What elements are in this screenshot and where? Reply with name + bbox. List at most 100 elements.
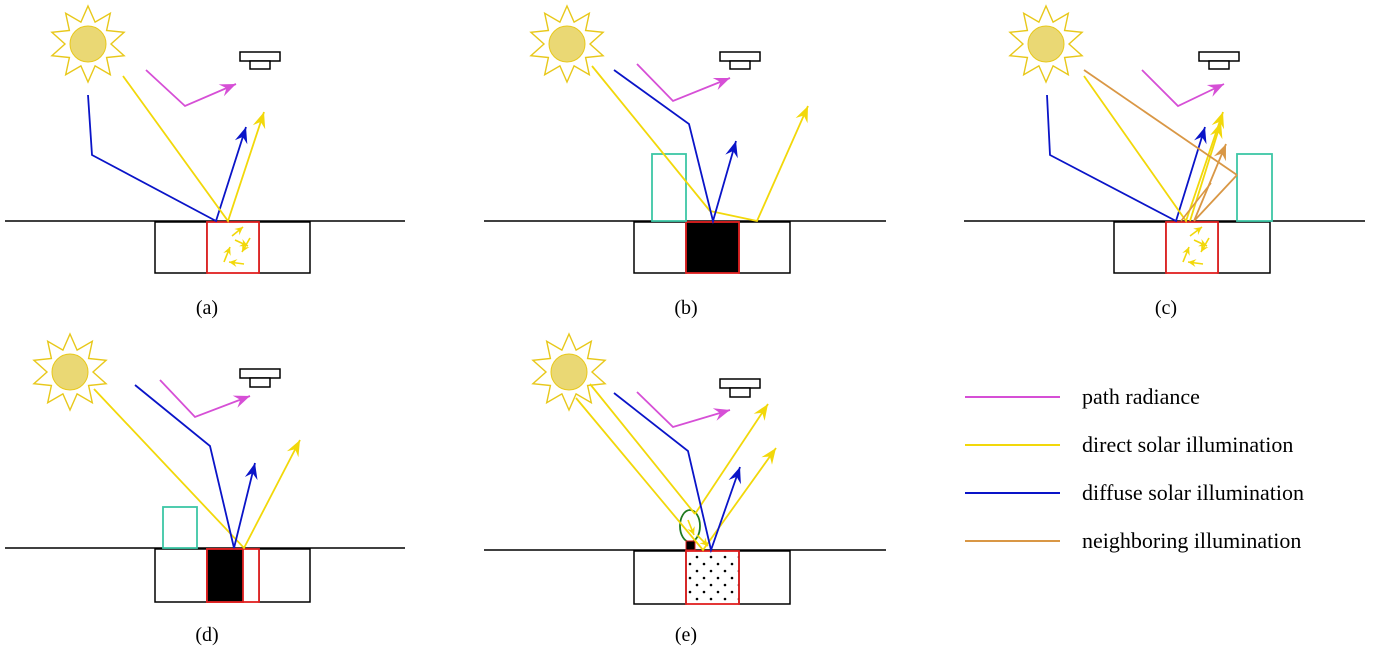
arrowhead [229,259,238,267]
arrowhead [1201,243,1209,252]
left-pixel [633,221,687,274]
arrowhead [1194,127,1207,145]
arrowhead [1198,239,1207,247]
right-pixel [738,550,791,605]
sun-disc [1027,25,1065,63]
arrowhead [218,84,236,97]
sun-disc [69,25,107,63]
panel-a: (a) [5,4,405,319]
arrowhead [728,467,741,485]
arrowhead [1213,144,1226,162]
arrowhead [761,448,776,465]
arrowhead [239,239,248,247]
legend-label: neighboring illumination [1082,528,1301,553]
arrowhead [286,440,300,458]
sun-disc [550,353,588,391]
sun-icon [32,332,108,412]
sun-rays [531,332,607,412]
arrowhead [1211,112,1224,130]
panel-label: (a) [196,297,218,319]
tree-trunk [685,540,696,551]
panel-label: (d) [195,624,218,646]
direct-ray-blocked [591,65,711,212]
legend-label: diffuse solar illumination [1082,480,1304,505]
dotted-target-pixel [685,550,740,605]
arrowhead [1188,259,1197,267]
direct-ray-second [1189,121,1222,222]
left-pixel [154,221,208,274]
arrowhead [699,537,708,546]
path-radiance-ray [145,69,237,108]
sensor-icon [719,378,761,398]
sun-rays [1008,4,1084,84]
shadowed-target-pixel [685,221,740,274]
arrowhead [234,227,243,236]
legend-item-neighboring: neighboring illumination [965,528,1301,553]
diffuse-ray [1046,94,1206,223]
path-radiance-ray [636,63,731,103]
target-pixel [1165,221,1219,274]
arrowhead [712,408,730,421]
arrowhead [242,243,250,252]
panel-label: (c) [1155,297,1177,319]
legend-item-path-radiance: path radiance [965,384,1200,409]
path-radiance-ray [1141,69,1225,108]
diffuse-ray [134,384,256,549]
sun-rays [32,332,108,412]
direct-ray [575,397,777,552]
sensor-icon [239,51,281,70]
arrowhead [725,141,738,159]
panel-label: (e) [675,624,697,646]
right-pixel [258,221,311,274]
right-pixel [1217,221,1271,274]
arrowhead [1193,227,1202,235]
sun-rays [50,4,126,84]
arrowhead [687,526,695,535]
diffuse-ray [613,392,741,554]
neighbor-ray-in [1083,69,1238,176]
multiple-scatter-arrows [223,226,251,267]
arrowhead [753,404,768,421]
path-radiance-ray [636,391,731,429]
direct-ray-canopy [589,383,696,515]
legend: path radiance direct solar illumination … [965,384,1304,553]
right-pixel [738,221,791,274]
legend-item-direct: direct solar illumination [965,432,1293,457]
direct-ray [1083,75,1224,223]
arrowhead [232,395,250,408]
legend-item-diffuse: diffuse solar illumination [965,480,1304,505]
panel-d: (d) [5,332,405,646]
path-radiance-ray [159,379,251,419]
arrowhead [252,112,266,130]
sensor-icon [1198,51,1240,70]
panel-b: (b) [484,4,886,319]
arrowhead [1210,122,1223,140]
arrowhead [223,247,231,256]
legend-label: direct solar illumination [1082,432,1293,457]
arrowhead [795,106,808,124]
sun-icon [50,4,126,84]
arrowhead [1182,247,1190,256]
left-pixel [154,548,208,603]
diffuse-ray [613,69,737,225]
target-pixel [206,221,260,274]
obstacle [1236,153,1273,222]
canopy-scatter-out [694,403,769,515]
obstacle [162,506,198,549]
sun-icon [1008,4,1084,84]
neighbor-ray-out [1193,143,1227,222]
sun-disc [548,25,586,63]
panel-label: (b) [674,297,697,319]
legend-label: path radiance [1082,384,1200,409]
arrowhead [244,463,258,481]
sun-icon [529,4,605,84]
neighbor-ray-second [1180,182,1212,222]
sensor-icon [719,51,761,70]
arrowhead [234,127,248,145]
shadow-portion [206,548,244,603]
neighbor-ray [1193,174,1238,222]
direct-ray [93,388,301,550]
arrowhead [1206,84,1224,97]
direct-ray [122,75,265,223]
